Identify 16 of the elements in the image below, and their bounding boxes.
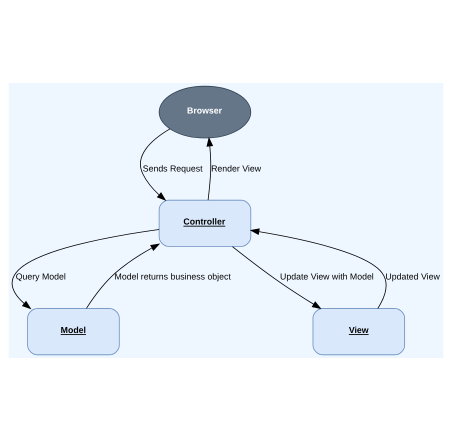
edge-label: Render View [211,163,262,174]
arrow [12,229,160,310]
arrow [140,128,170,201]
node-box: Model [27,308,120,356]
arrow [206,136,214,200]
edge-label: Update View with Model [280,272,374,282]
arrow [250,228,386,309]
edge-label: Sends Request [142,163,203,174]
arrow [86,244,160,309]
edge-label: Updated View [385,272,440,282]
node-box: Controller [158,200,252,247]
edge-label: Model returns business object [114,272,231,282]
edge-label: Query Model [16,272,66,282]
node-ellipse: Browser [158,86,252,138]
arrow [232,246,322,310]
node-box: View [312,308,406,356]
